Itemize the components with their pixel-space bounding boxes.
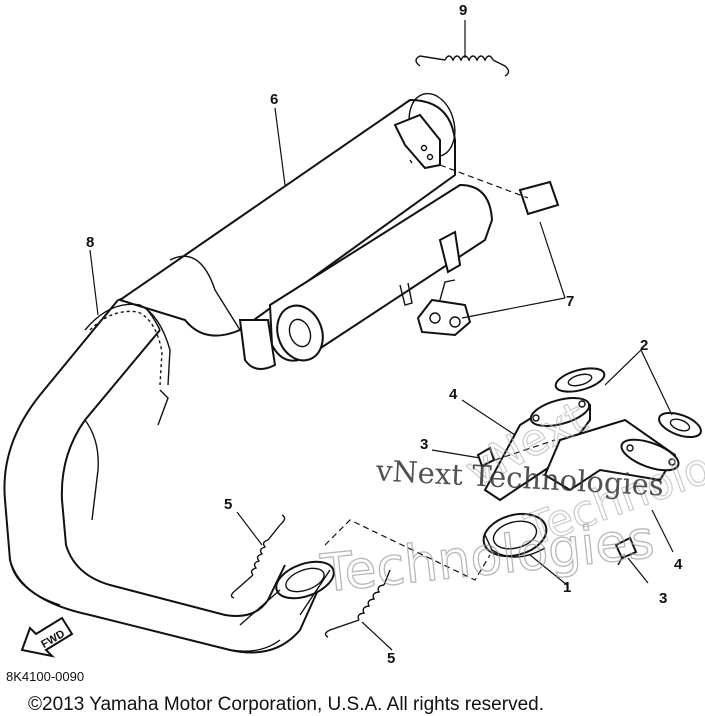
spring-9 <box>415 55 510 77</box>
muffler <box>117 92 494 370</box>
joint-ring-1 <box>482 512 548 558</box>
callout-3-left: 3 <box>420 436 428 453</box>
callout-4-right: 4 <box>674 556 683 573</box>
callout-9: 9 <box>459 2 467 19</box>
watermark: Technologies vNext Technologies vNext Te… <box>317 391 705 605</box>
gasket-2 <box>554 367 702 439</box>
spring-5-lower <box>324 569 391 638</box>
leader-lines <box>89 20 674 651</box>
bolt-3 <box>476 446 638 566</box>
callout-3-right: 3 <box>659 590 667 607</box>
callout-5-lower: 5 <box>387 650 395 667</box>
callout-1: 1 <box>563 579 571 596</box>
assembly-lines <box>324 164 556 581</box>
callout-6: 6 <box>270 91 278 108</box>
pipe-protector-8 <box>84 303 171 426</box>
copyright-notice: ©2013 Yamaha Motor Corporation, U.S.A. A… <box>28 694 544 715</box>
fwd-arrow: FWD <box>20 616 74 658</box>
spring-5-upper <box>230 514 286 599</box>
exhaust-manifold <box>483 397 680 502</box>
muffler-bracket-7 <box>416 279 472 337</box>
callout-5-upper: 5 <box>224 496 232 513</box>
callout-7: 7 <box>566 293 574 310</box>
callout-8: 8 <box>86 234 94 251</box>
callout-2: 2 <box>640 337 648 354</box>
callout-4-left: 4 <box>449 386 458 403</box>
exhaust-pipe <box>3 297 335 654</box>
rubber-pad-7 <box>518 180 560 216</box>
drawing-code: 8K4100-0090 <box>6 669 84 684</box>
